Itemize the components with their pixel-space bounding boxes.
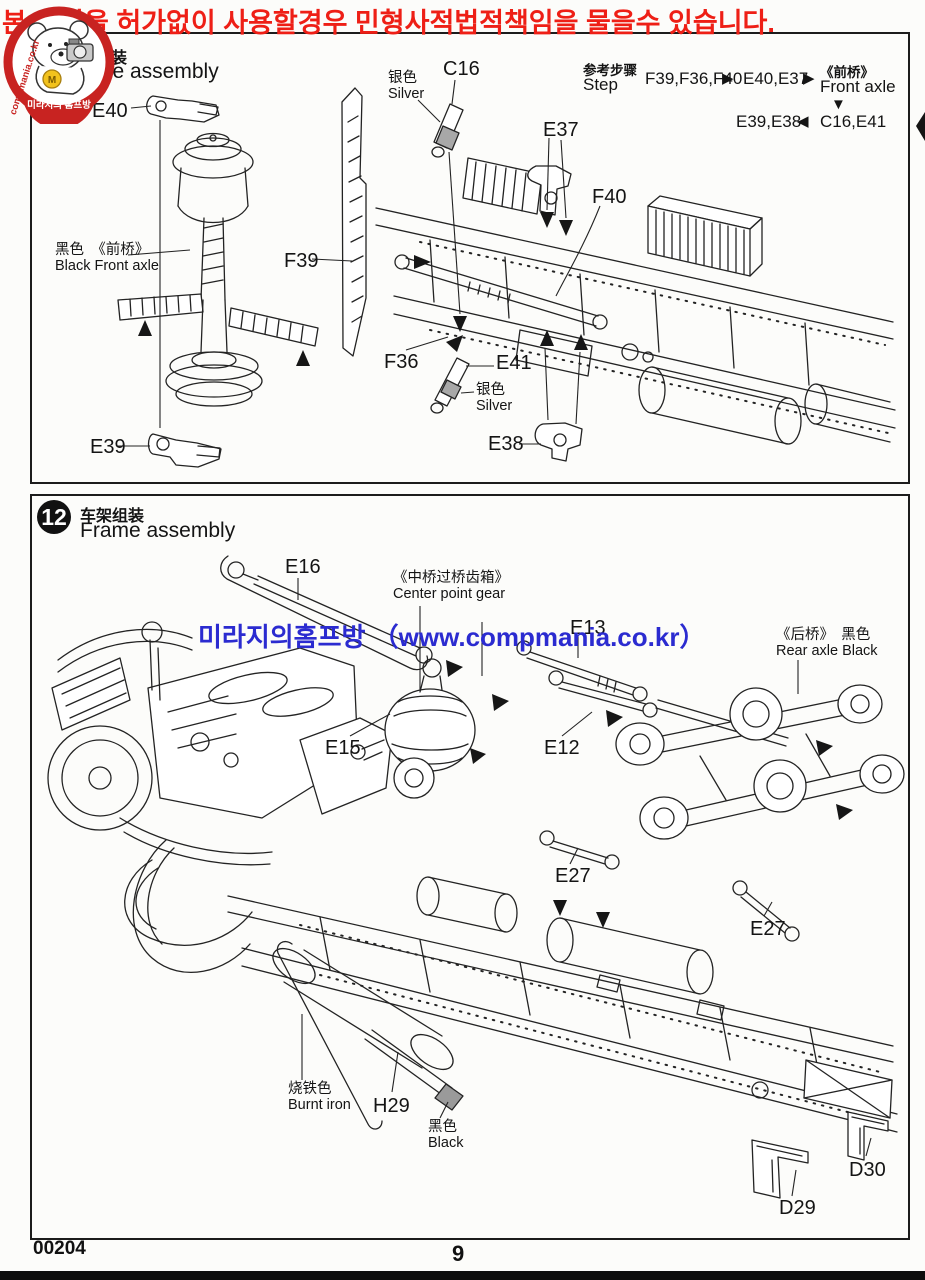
step12-leader-lines: [297, 578, 872, 1197]
part-label-E16: E16: [285, 556, 321, 578]
part-label-rear-axle-black: 《后桥》 黑色 Rear axle Black: [776, 627, 878, 659]
step11-leader-lines: [118, 79, 601, 447]
flow-arrow-left-icon: ◀: [797, 113, 809, 130]
reference-seq-3: E39,E38: [736, 112, 802, 131]
step12-number-badge: 12: [37, 500, 71, 534]
page-number: 9: [452, 1241, 465, 1266]
reference-result-en: Front axle: [820, 77, 896, 96]
part-label-C16: C16: [443, 58, 480, 80]
panel-step12: [30, 494, 910, 1240]
site-watermark-text: 미라지의홈프방 （www.compmania.co.kr）: [198, 622, 706, 652]
part-label-E41: E41: [496, 352, 532, 374]
logo-medal-letter: M: [48, 75, 56, 86]
part-label-F40: F40: [592, 186, 627, 208]
part-label-D30: D30: [849, 1159, 886, 1181]
reference-seq-1: F39,F36,F40: [645, 69, 743, 88]
part-label-E27-b: E27: [750, 918, 786, 940]
mascot-logo: M 미라지의 홈프방 compmania.co.kr: [2, 2, 116, 129]
flow-arrow-right-icon: ▶: [722, 70, 734, 87]
part-label-black-front-axle: 黑色 《前桥》 Black Front axle: [55, 242, 159, 274]
flow-arrow-right-icon-2: ▶: [803, 70, 815, 87]
kit-number: 00204: [33, 1238, 86, 1259]
logo-ribbon-text: 미라지의 홈프방: [27, 99, 91, 111]
part-label-F39: F39: [284, 250, 319, 272]
part-label-E40: E40: [92, 100, 128, 122]
reference-title-en: Step: [583, 75, 618, 94]
part-label-E12: E12: [544, 737, 580, 759]
step12-title-en: Frame assembly: [80, 519, 236, 542]
reference-title-cn: 参考步骤: [583, 63, 637, 78]
reference-result-cn: 《前桥》: [820, 65, 874, 80]
front-axle-assembly-drawing: [117, 87, 896, 468]
bottom-scan-bar: [0, 1271, 925, 1280]
part-label-E15: E15: [325, 737, 361, 759]
mascot-logo-graphic: M 미라지의 홈프방: [3, 6, 115, 129]
reference-seq-2: E40,E37: [743, 69, 809, 88]
step12-title-cn: 车架组装: [80, 508, 145, 525]
part-label-H29: H29: [373, 1095, 410, 1117]
reference-seq-4: C16,E41: [820, 112, 887, 131]
frame-assembly-drawing: [47, 555, 905, 1199]
part-label-black: 黑色 Black: [428, 1119, 464, 1151]
flow-arrow-down-icon: ▼: [831, 96, 846, 113]
part-label-silver-top: 银色 Silver: [388, 70, 425, 102]
step11-assembly-arrows: [138, 212, 588, 366]
part-label-F36: F36: [384, 351, 419, 373]
panel-step11: [30, 32, 910, 484]
part-label-D29: D29: [779, 1197, 816, 1219]
part-label-silver-bottom: 银色 Silver: [476, 382, 513, 414]
scan-artifacts: [916, 112, 925, 141]
part-label-E39: E39: [90, 436, 126, 458]
part-label-center-point-gear: 《中桥过桥齿箱》 Center point gear: [393, 570, 509, 602]
part-label-E37: E37: [543, 119, 579, 141]
part-label-E13: E13: [570, 617, 606, 639]
copyright-warning-text: 본 사진을 허가없이 사용할경우 민형사적법적책임을 물을수 있습니다.: [2, 8, 775, 38]
step12-assembly-arrows: [446, 660, 853, 928]
part-label-E38: E38: [488, 433, 524, 455]
part-label-burnt-iron: 烧铁色 Burnt iron: [288, 1081, 351, 1113]
step11-title-en: me assembly: [95, 60, 219, 83]
part-label-E27-a: E27: [555, 865, 591, 887]
